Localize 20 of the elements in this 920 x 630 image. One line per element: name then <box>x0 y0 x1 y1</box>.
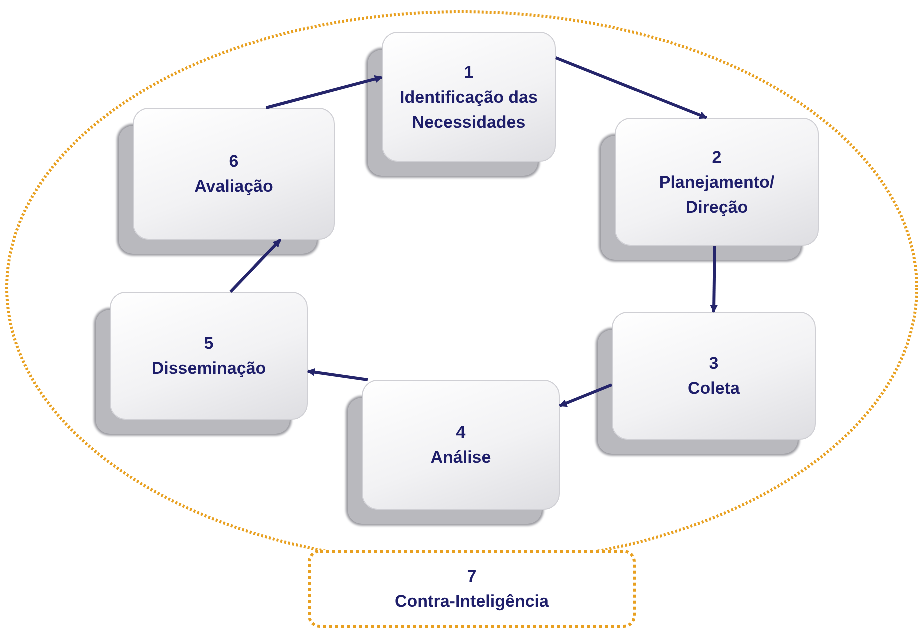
step-number: 3 <box>709 353 719 375</box>
step-title: Análise <box>430 447 492 469</box>
step-title: Coleta <box>688 378 740 400</box>
step-number: 6 <box>229 151 239 173</box>
step-title: Contra-Inteligência <box>395 591 549 613</box>
step-number: 1 <box>464 62 474 84</box>
step-title: Disseminação <box>152 358 266 380</box>
arrow <box>555 56 708 120</box>
step-number: 2 <box>712 146 722 168</box>
arrow <box>307 368 368 382</box>
step-title: Avaliação <box>194 176 274 198</box>
dotted-box <box>308 550 636 628</box>
step-number: 5 <box>204 333 214 355</box>
arrow <box>710 246 718 313</box>
arrow <box>266 75 383 110</box>
arrow <box>230 238 282 294</box>
step-number: 4 <box>456 422 466 444</box>
step-title: Identificação das Necessidades <box>399 86 539 134</box>
step-number: 7 <box>467 566 477 588</box>
step-title: Planejamento/ Direção <box>658 172 776 218</box>
